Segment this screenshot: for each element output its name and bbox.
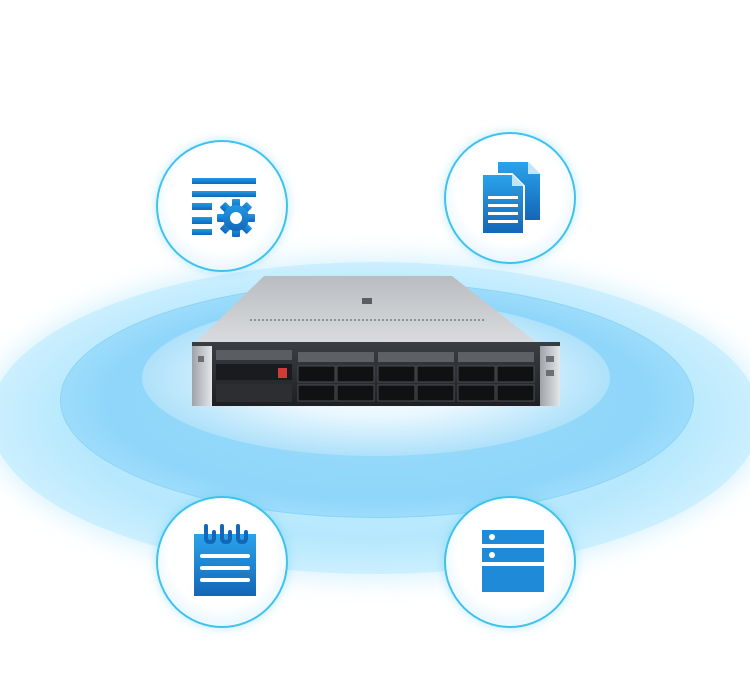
rack-server-graphic <box>192 276 560 406</box>
notepad-icon <box>194 524 256 596</box>
documents-bubble <box>444 132 576 264</box>
rack-server-image <box>186 272 566 412</box>
config-list-gear-icon <box>192 178 256 237</box>
server-stack-icon <box>482 530 544 592</box>
notepad-bubble <box>156 496 288 628</box>
documents-icon <box>481 162 540 235</box>
config-bubble <box>156 140 288 272</box>
server-stack-bubble <box>444 496 576 628</box>
